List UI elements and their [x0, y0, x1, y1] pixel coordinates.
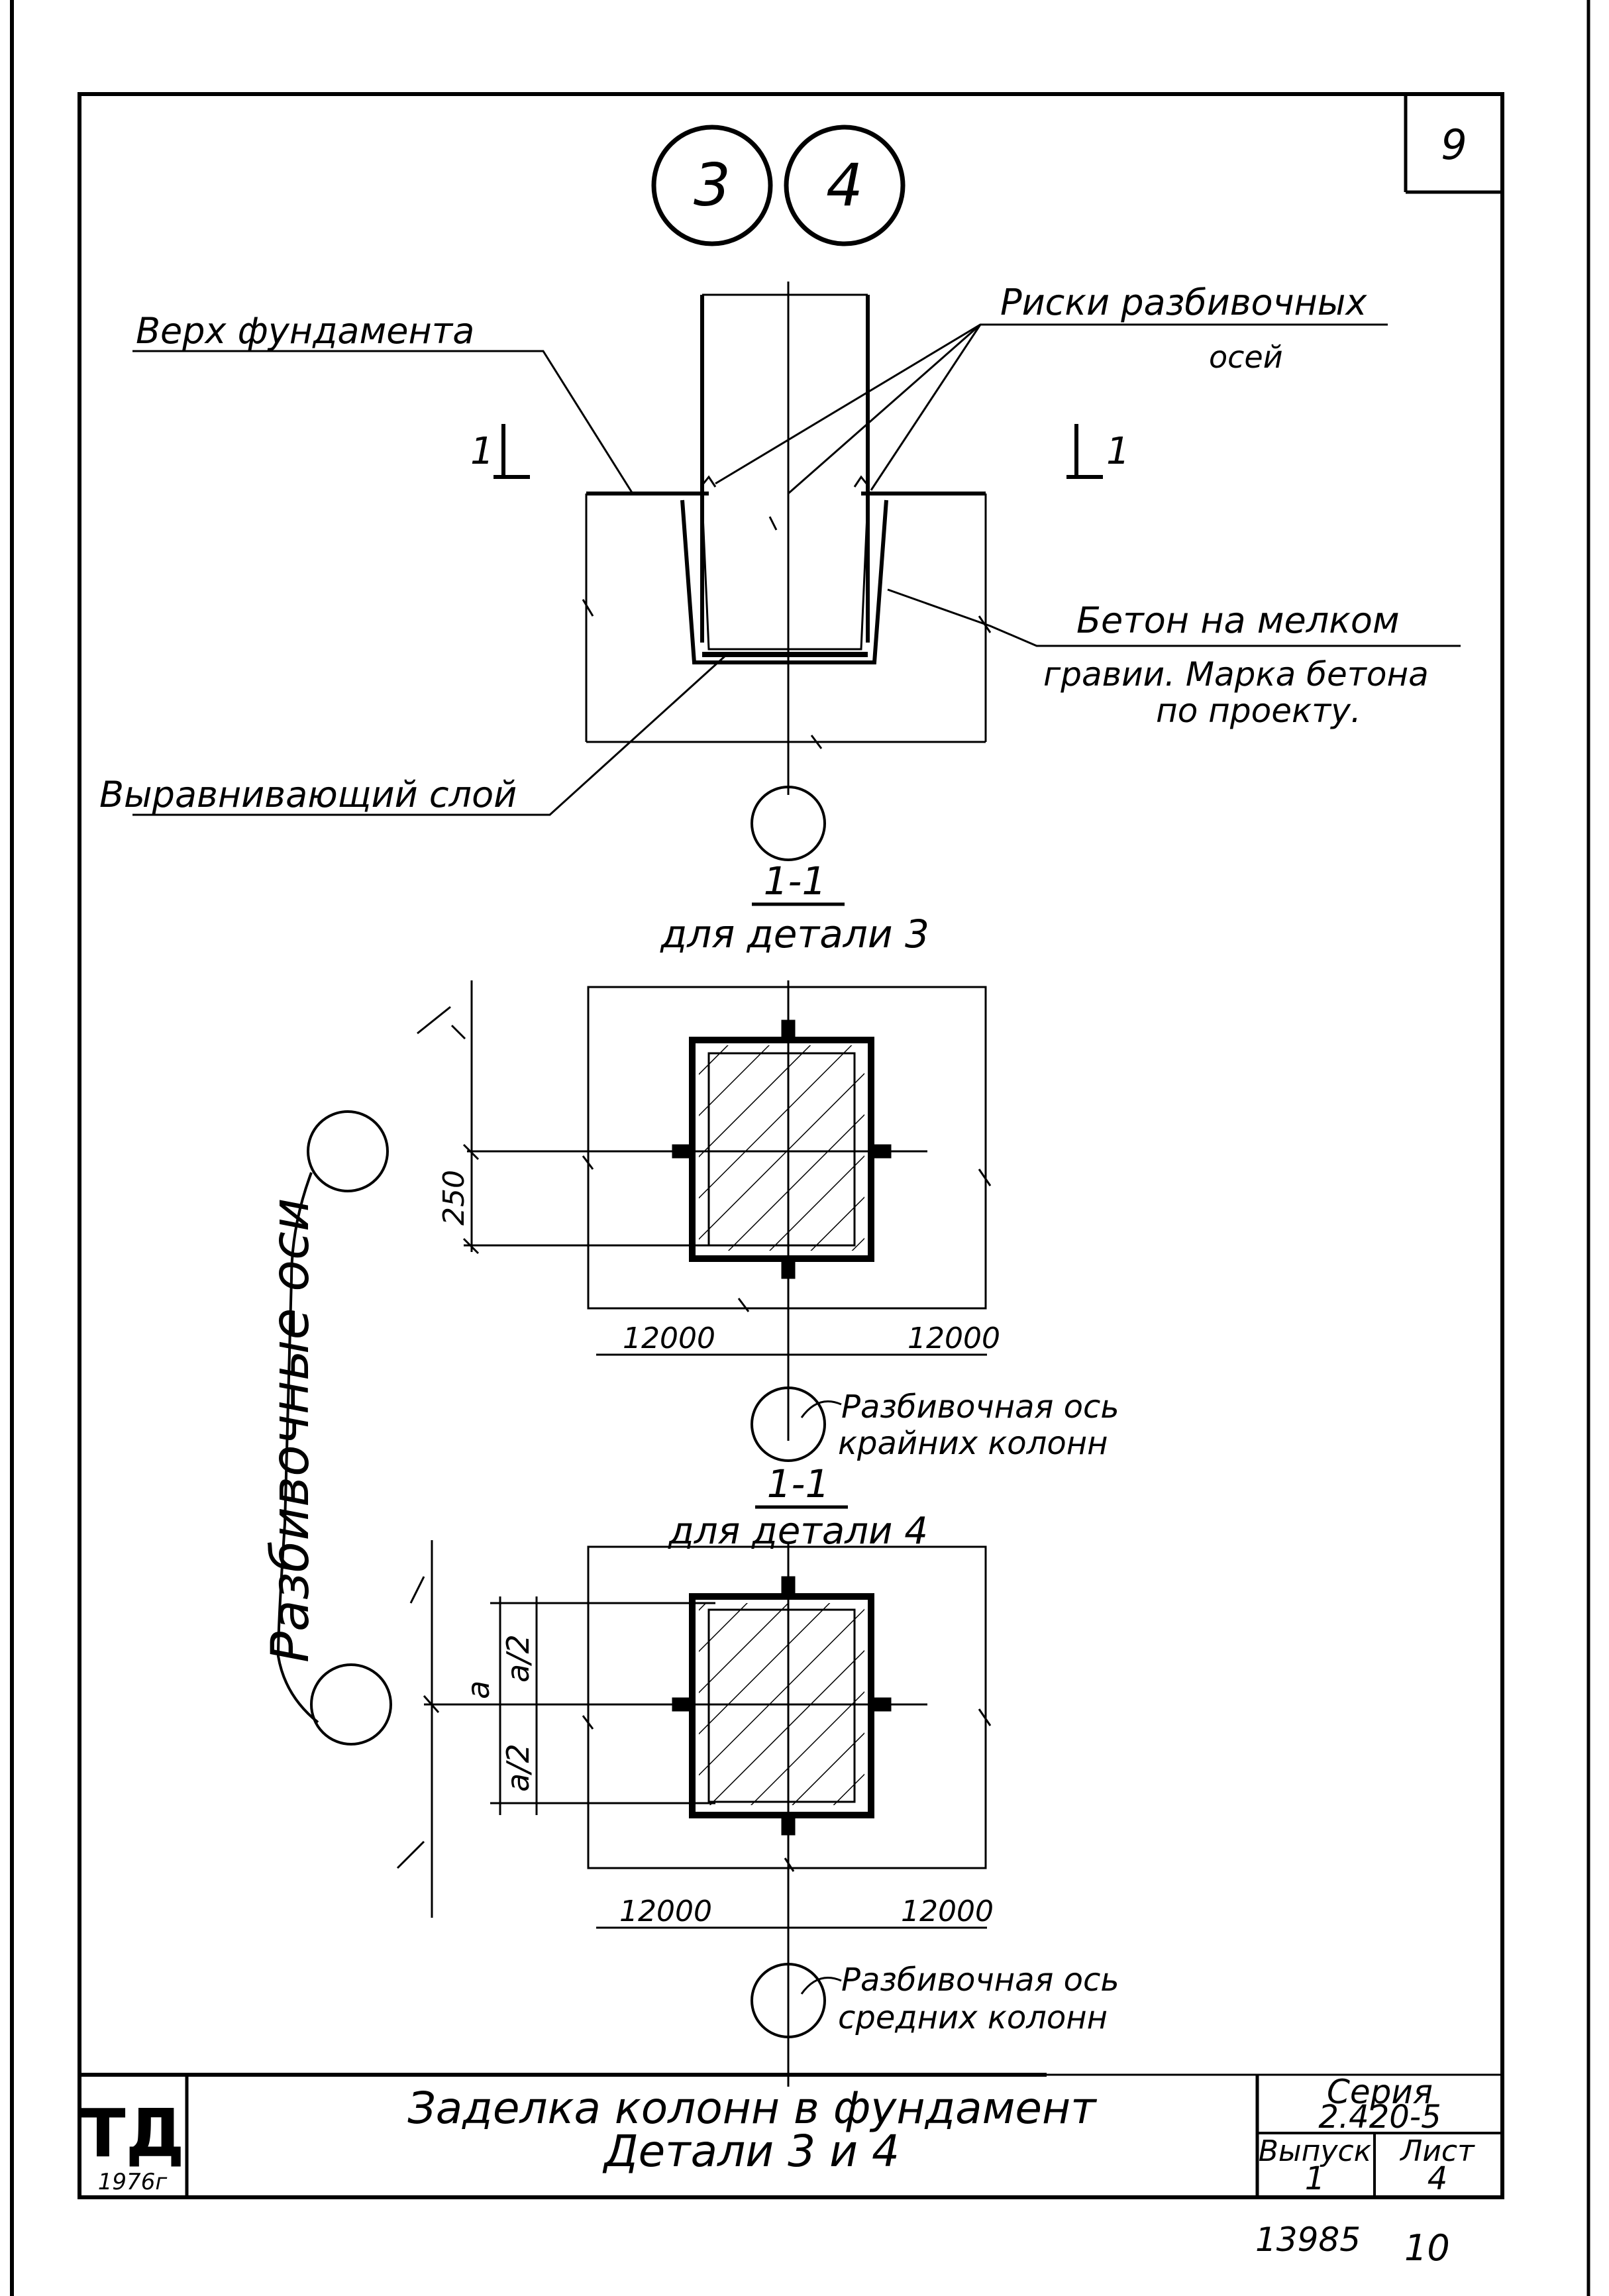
drawing-frame: [78, 92, 1504, 2199]
label-concrete-line1: Бетон на мелком: [1076, 600, 1400, 641]
section-3-axis-note-line1: Разбивочная ось: [841, 1388, 1119, 1426]
section-3-subtitle: для детали 3: [660, 912, 929, 957]
label-concrete-line2: гравии. Марка бетона: [1043, 655, 1429, 694]
label-concrete-line3: по проекту.: [1156, 692, 1361, 730]
title-block: [79, 2073, 1502, 2197]
section-marker-right: 1: [1106, 430, 1130, 473]
axis-circle-left-4: [310, 1663, 392, 1746]
title-block-sheet-label: Лист: [1399, 2134, 1475, 2168]
section-3-dim-left: 12000: [623, 1322, 715, 1355]
layout-axes-leader: [276, 1172, 319, 1724]
label-axis-marks-line1: Риски разбивочных: [1000, 282, 1367, 323]
detail-marker-3-label: 3: [694, 151, 731, 219]
label-layout-axes: Разбивочные оси: [261, 1198, 321, 1663]
section-4-dim-a: a: [460, 1681, 496, 1699]
section-marker-left: 1: [470, 430, 494, 473]
sheet-number-top: 9: [1441, 121, 1467, 169]
section-4-dim-right: 12000: [901, 1895, 994, 1928]
section-4-axis-note-line2: средних колонн: [838, 1999, 1108, 2036]
axis-note-3-leader: [800, 1400, 842, 1418]
section-4-dim-left: 12000: [619, 1895, 712, 1928]
section-4-title: 1-1 для детали 4: [668, 1461, 928, 1553]
section-3-title: 1-1 для детали 3: [660, 859, 929, 957]
axis-circle-elevation: [751, 786, 826, 861]
sheet-number-box: 9: [1404, 94, 1502, 194]
label-leveling-layer: Выравнивающий слой: [99, 774, 517, 815]
detail-elevation: [493, 282, 1103, 795]
section-4-title-text: 1-1: [767, 1461, 830, 1506]
section-4-subtitle: для детали 4: [668, 1510, 928, 1553]
title-block-series-label: Серия: [1327, 2073, 1433, 2111]
section-3-dim-right: 12000: [908, 1322, 1000, 1355]
title-block-logo: ТД: [80, 2095, 184, 2172]
footer-code: 13985: [1255, 2220, 1361, 2259]
title-block-issue-label: Выпуск: [1259, 2134, 1372, 2168]
axis-circle-left-3: [307, 1110, 389, 1192]
title-block-issue-value: 1: [1305, 2160, 1325, 2197]
section-3-plan: [417, 980, 992, 1441]
title-block-title-line2: Детали 3 и 4: [602, 2126, 900, 2177]
axis-circle-section-3: [751, 1386, 826, 1462]
section-3-dim-vertical: 250: [437, 1170, 471, 1226]
section-4-dim-a-half-top: a/2: [500, 1634, 536, 1683]
title-block-sheet-value: 4: [1427, 2160, 1448, 2197]
section-4-plan: [396, 1540, 992, 2087]
section-3-axis-note-line2: крайних колонн: [838, 1425, 1108, 1462]
axis-circle-section-4: [751, 1963, 826, 2038]
title-block-year: 1976г: [98, 2169, 168, 2195]
detail-marker-3: [651, 125, 773, 246]
label-top-of-foundation: Верх фундамента: [136, 310, 474, 352]
section-3-title-text: 1-1: [764, 859, 827, 904]
detail-marker-4-label: 4: [826, 151, 863, 219]
section-4-dim-a-half-bottom: a/2: [500, 1744, 536, 1792]
title-block-series-value: 2.420-5: [1318, 2099, 1441, 2136]
detail-markers: 3 4: [651, 125, 906, 246]
detail-marker-4: [784, 125, 906, 246]
title-block-title-line1: Заделка колонн в фундамент: [407, 2083, 1098, 2134]
footer-page: 10: [1404, 2227, 1450, 2269]
section-4-axis-note-line1: Разбивочная ось: [841, 1961, 1119, 1999]
axis-note-4-leader: [800, 1977, 842, 1995]
elevation-leaders: [132, 323, 1461, 816]
label-axis-marks-line2: осей: [1209, 339, 1283, 375]
